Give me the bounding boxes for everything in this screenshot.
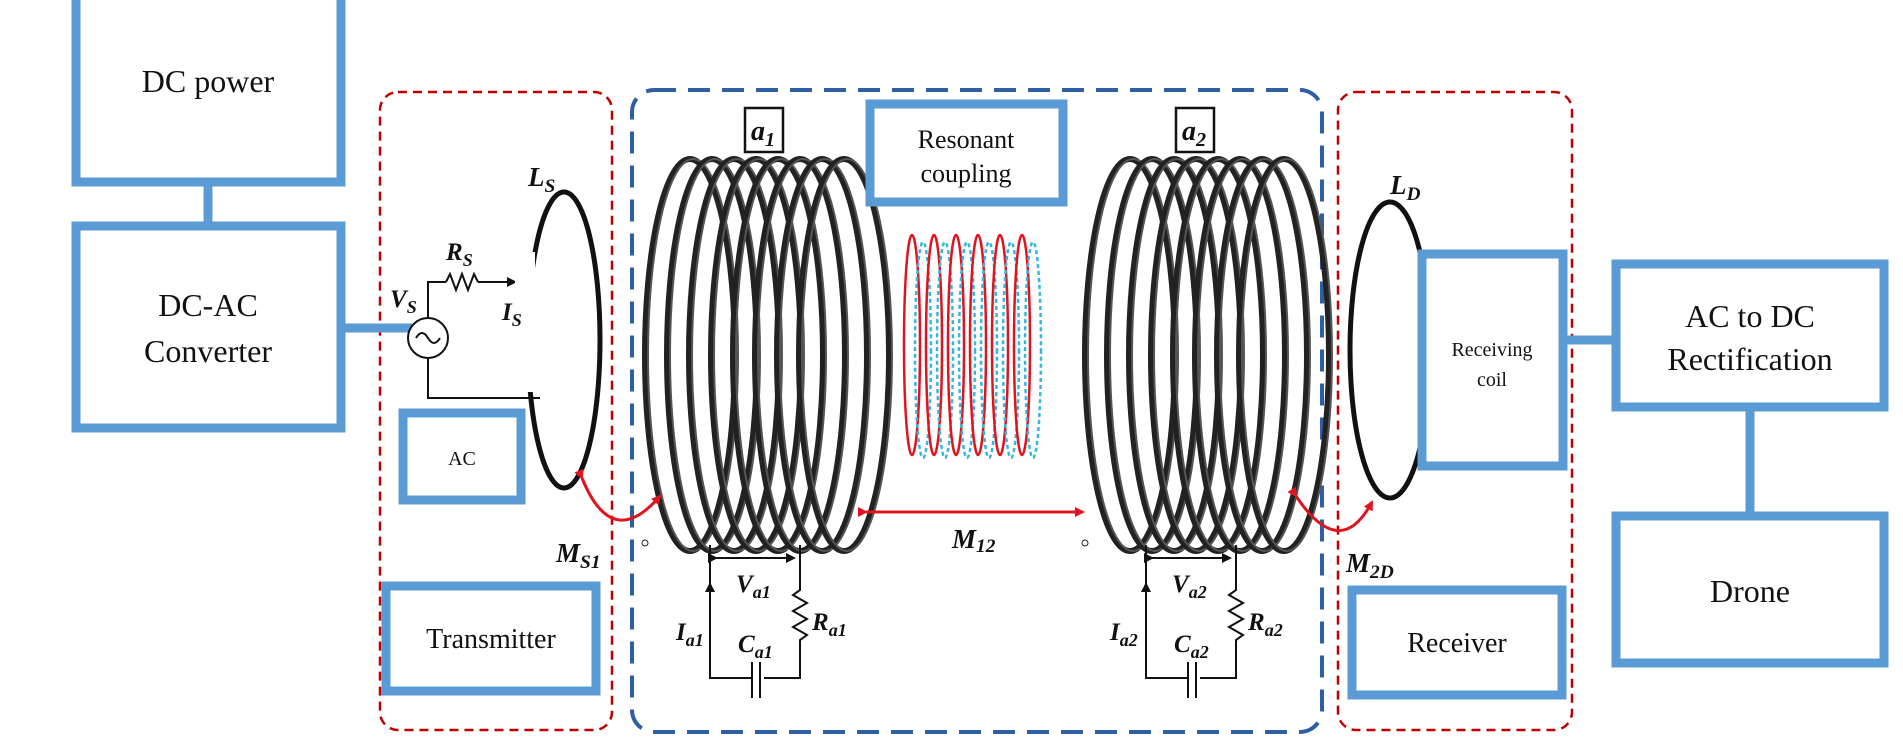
- transmitter-block: Transmitter: [381, 581, 601, 696]
- va1-symbol: Va1: [736, 571, 771, 602]
- receiving-coil-block: Receiving coil: [1417, 249, 1568, 471]
- vs-symbol: VS: [390, 286, 417, 317]
- coil-turn: [1131, 158, 1223, 552]
- coil-turn: [779, 158, 871, 552]
- dc-ac-converter-block: DC-AC Converter: [71, 221, 346, 433]
- field-wave-red: [946, 233, 966, 457]
- rs-symbol: RS: [445, 239, 473, 270]
- receiver-block: Receiver: [1347, 585, 1567, 700]
- coil-turn: [1197, 158, 1289, 552]
- drone-block: Drone: [1611, 511, 1889, 668]
- coil-turn: [647, 158, 739, 552]
- dc-power-block: DC power: [71, 0, 346, 187]
- m12-symbol: M12: [951, 524, 996, 557]
- ls-symbol: LS: [527, 162, 555, 197]
- coil-turn: [801, 158, 893, 552]
- is-symbol: IS: [501, 299, 522, 330]
- a2-symbol: a2: [1182, 116, 1206, 151]
- field-wave-cyan: [935, 240, 955, 460]
- resonant-label-line2: coupling: [921, 159, 1012, 188]
- coil-turn: [691, 158, 783, 552]
- receiving-label-line2: coil: [1477, 369, 1507, 391]
- field-wave-red: [1012, 233, 1032, 457]
- resonator-circuit-a2: [1141, 545, 1246, 698]
- field-wave-cyan: [979, 240, 999, 460]
- coil-turn: [735, 158, 827, 552]
- coil-a2: [1081, 156, 1333, 554]
- field-wave-red: [924, 233, 944, 457]
- field-wave-cyan: [1023, 240, 1043, 460]
- va2-symbol: Va2: [1172, 571, 1207, 602]
- ra2-symbol: Ra2: [1247, 609, 1283, 640]
- ac-dc-label-line1: AC to DC: [1685, 298, 1815, 334]
- ra1-symbol: Ra1: [811, 609, 847, 640]
- coil-terminal: [1081, 539, 1089, 547]
- transmitter-label: Transmitter: [426, 624, 556, 655]
- coil-turn: [669, 158, 761, 552]
- dc-ac-label-line1: DC-AC: [158, 287, 258, 323]
- a1-label-box: a1: [743, 106, 785, 154]
- coil-turn: [1109, 158, 1201, 552]
- ms1-arrow: [574, 468, 662, 522]
- coil-turn: [713, 158, 805, 552]
- a2-label-box: a2: [1174, 106, 1216, 154]
- ms1-symbol: MS1: [555, 538, 601, 573]
- resonant-dashed-region: [630, 88, 1324, 734]
- ld-symbol: LD: [1389, 170, 1421, 205]
- m2d-arrow: [1287, 486, 1374, 532]
- field-wave-red: [902, 233, 922, 457]
- ls-loop: [525, 189, 603, 491]
- coil-turn: [757, 158, 849, 552]
- ca2-symbol: Ca2: [1174, 631, 1209, 662]
- coil-turn: [1175, 158, 1267, 552]
- dc-power-label: DC power: [142, 63, 275, 99]
- field-wave-red: [968, 233, 988, 457]
- receiving-label-line1: Receiving: [1451, 339, 1532, 361]
- receiver-label: Receiver: [1407, 628, 1507, 659]
- transmitter-dashed-region: [378, 90, 614, 732]
- coil-a1: [641, 156, 893, 554]
- field-wave-cyan: [913, 240, 933, 460]
- ac-block: AC: [398, 408, 526, 505]
- resonant-label-line1: Resonant: [918, 125, 1016, 154]
- ac-label: AC: [448, 448, 476, 470]
- coil-turn: [1087, 158, 1179, 552]
- field-wave-red: [990, 233, 1010, 457]
- coil-turn: [1219, 158, 1311, 552]
- ia1-symbol: Ia1: [675, 619, 704, 650]
- receiver-dashed-region: [1336, 90, 1574, 732]
- dc-ac-label-line2: Converter: [144, 333, 272, 369]
- resonant-coupling-block: Resonant coupling: [865, 99, 1068, 207]
- ca1-symbol: Ca1: [738, 631, 773, 662]
- ia2-symbol: Ia2: [1109, 619, 1138, 650]
- drone-label: Drone: [1710, 573, 1790, 609]
- ac-dc-rectification-block: AC to DC Rectification: [1611, 259, 1889, 412]
- ac-dc-label-line2: Rectification: [1667, 341, 1832, 377]
- coil-turn: [1241, 158, 1333, 552]
- coil-terminal: [641, 539, 649, 547]
- resonant-field-waves: [902, 233, 1043, 460]
- a1-symbol: a1: [751, 116, 775, 151]
- field-wave-cyan: [1001, 240, 1021, 460]
- coil-turn: [1153, 158, 1245, 552]
- m2d-symbol: M2D: [1345, 548, 1394, 583]
- source-circuit: [407, 271, 540, 399]
- field-wave-cyan: [957, 240, 977, 460]
- resonator-circuit-a1: [705, 545, 810, 698]
